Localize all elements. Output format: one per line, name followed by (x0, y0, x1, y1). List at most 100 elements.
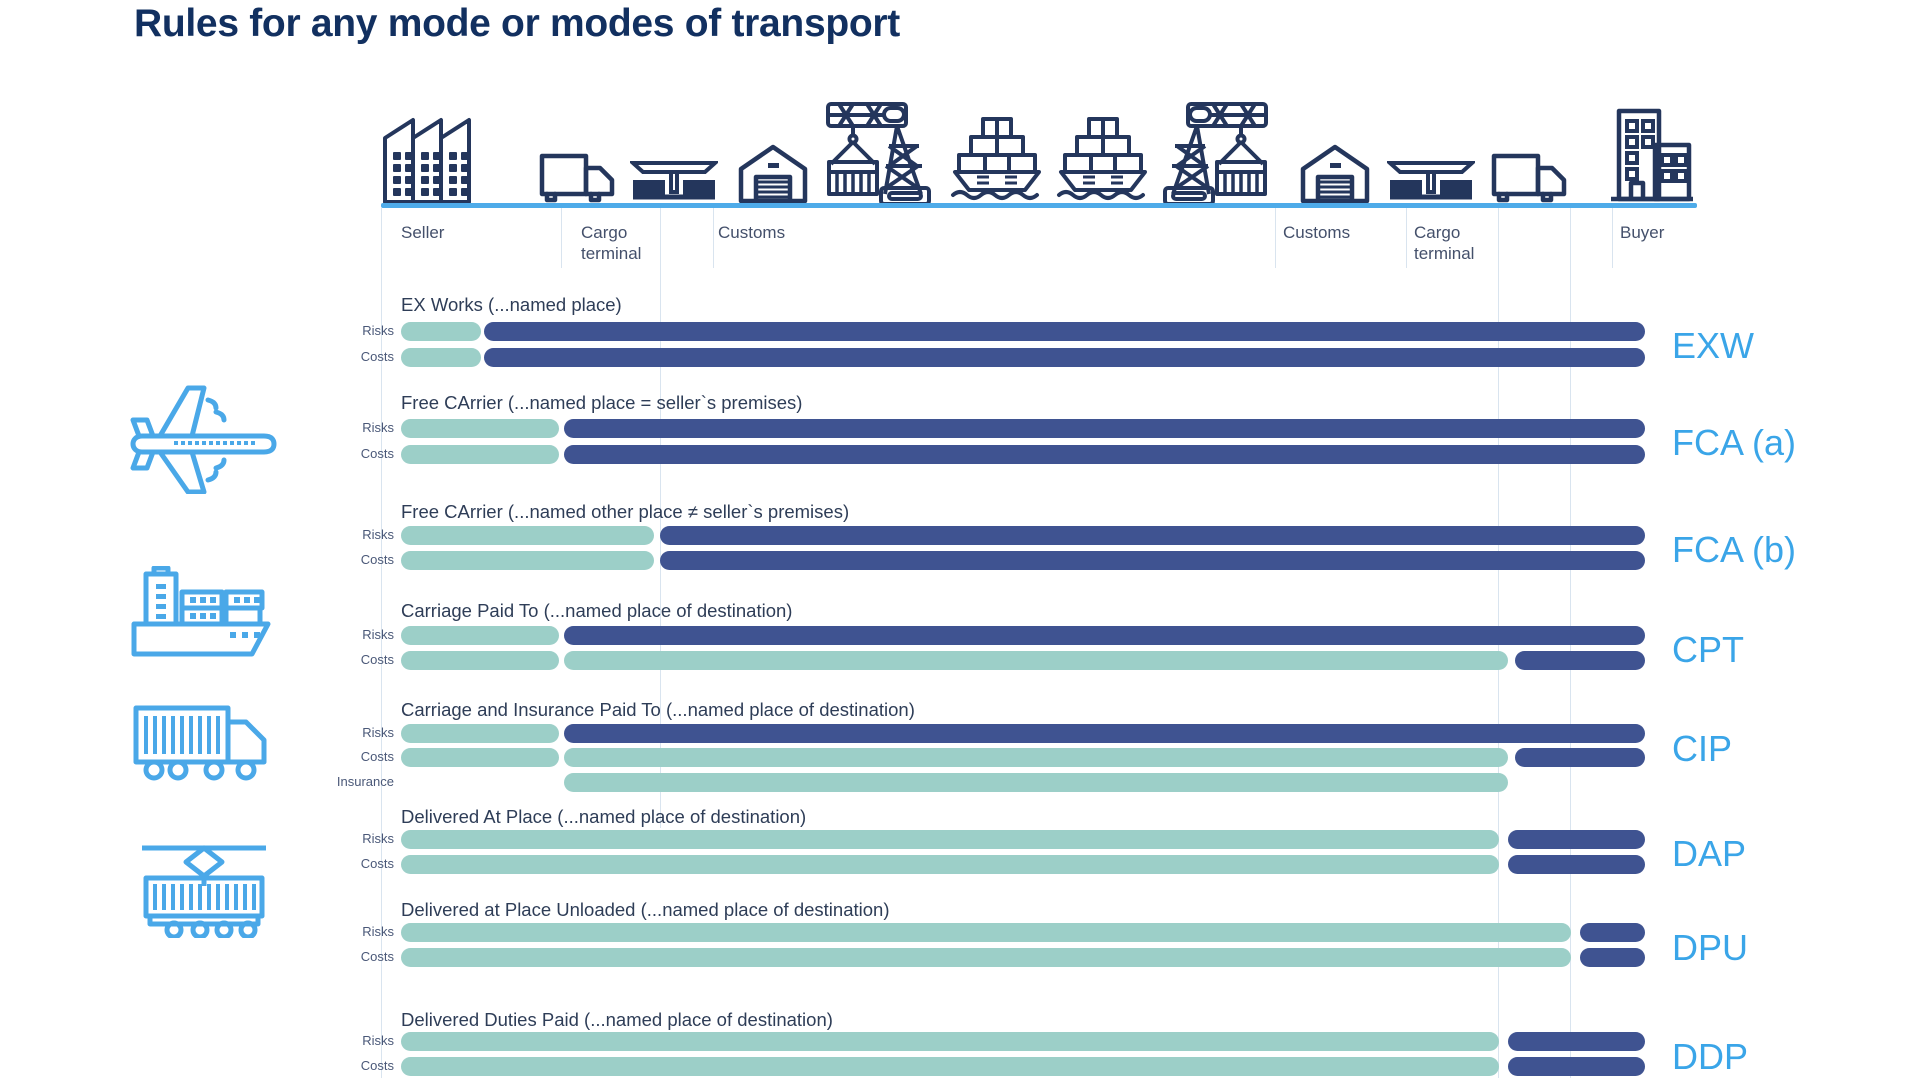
stage-separator (561, 208, 562, 268)
bar-costs-buyer (564, 445, 1645, 464)
truck-icon (539, 150, 617, 205)
row-label-risks: Risks (362, 725, 394, 740)
bar-risks-seller (401, 1032, 1499, 1051)
bar-risks-buyer (660, 526, 1645, 545)
bar-risks-seller (401, 322, 481, 341)
incoterm-code-dap: DAP (1672, 833, 1747, 874)
row-label-costs: Costs (360, 349, 394, 364)
stage-label-customs-3: Customs (1283, 223, 1351, 242)
bar-insurance-seller (564, 773, 1508, 792)
bar-costs-buyer (1515, 651, 1645, 670)
bar-costs-buyer (1508, 1057, 1645, 1076)
bar-costs-seller (401, 748, 559, 767)
row-label-risks: Risks (362, 420, 394, 435)
rule-title: Carriage Paid To (...named place of dest… (401, 600, 793, 621)
row-label-risks: Risks (362, 527, 394, 542)
bar-costs-seller (401, 855, 1499, 874)
bar-risks-buyer (564, 626, 1645, 645)
factory-icon (381, 110, 486, 205)
rule-title: Delivered Duties Paid (...named place of… (401, 1009, 833, 1030)
rule-title: Delivered at Place Unloaded (...named pl… (401, 899, 890, 920)
stage-label-cargo-terminal-4: Cargo terminal (1414, 223, 1475, 264)
row-label-costs: Costs (360, 856, 394, 871)
stage-separator (381, 208, 382, 1078)
bar-costs-seller (401, 348, 481, 367)
bar-risks-seller (401, 830, 1499, 849)
rule-title: EX Works (...named place) (401, 294, 622, 315)
row-label-risks: Risks (362, 627, 394, 642)
container-truck-icon (132, 700, 268, 784)
warehouse-icon (737, 143, 809, 205)
airplane-icon (130, 382, 278, 494)
bar-risks-seller (401, 626, 559, 645)
row-label-costs: Costs (360, 446, 394, 461)
page-title: Rules for any mode or modes of transport (134, 2, 900, 45)
bar-risks-buyer (1580, 923, 1645, 942)
bar-costs-buyer (1580, 948, 1645, 967)
bar-costs-seller (564, 651, 1508, 670)
stage-label-customs-2: Customs (718, 223, 786, 242)
stage-label-buyer-5: Buyer (1620, 223, 1665, 242)
row-label-risks: Risks (362, 1033, 394, 1048)
bar-costs-seller (401, 651, 559, 670)
incoterm-code-cpt: CPT (1672, 629, 1744, 670)
incoterm-code-exw: EXW (1672, 325, 1755, 366)
bar-risks-seller (401, 526, 654, 545)
bar-risks-buyer (564, 724, 1645, 743)
bar-costs-buyer (1508, 855, 1645, 874)
bar-risks-seller (401, 923, 1571, 942)
crane-container-icon (825, 100, 935, 205)
incoterm-code-ddp: DDP (1672, 1036, 1749, 1077)
stage-separator (660, 208, 661, 828)
incoterm-code-dpu: DPU (1672, 927, 1749, 968)
crane-container-icon (1159, 100, 1269, 205)
stage-separator (1406, 208, 1407, 268)
row-label-costs: Costs (360, 552, 394, 567)
row-label-risks: Risks (362, 924, 394, 939)
incoterm-code-fcaa: FCA (a) (1672, 422, 1797, 463)
row-label-risks: Risks (362, 831, 394, 846)
truck-icon (1491, 150, 1569, 205)
row-label-costs: Costs (360, 652, 394, 667)
container-ship-icon (949, 115, 1045, 205)
bar-costs-seller (564, 748, 1508, 767)
bar-risks-seller (401, 419, 559, 438)
rule-title: Free CArrier (...named place = seller`s … (401, 392, 803, 413)
timeline-icon-strip (381, 80, 1701, 205)
rule-title: Free CArrier (...named other place ≠ sel… (401, 501, 850, 522)
container-rail-icon (138, 838, 270, 938)
row-label-insurance: Insurance (336, 774, 394, 789)
cargo-terminal-icon (630, 155, 718, 205)
stage-label-cargo-terminal-1: Cargo terminal (581, 223, 642, 264)
row-label-costs: Costs (360, 1058, 394, 1073)
cargo-terminal-icon (1387, 155, 1475, 205)
bar-risks-seller (401, 724, 559, 743)
incoterm-code-fcab: FCA (b) (1672, 529, 1797, 570)
rule-title: Carriage and Insurance Paid To (...named… (401, 699, 915, 720)
bar-risks-buyer (1508, 830, 1645, 849)
rule-title: Delivered At Place (...named place of de… (401, 806, 807, 827)
bar-costs-buyer (1515, 748, 1645, 767)
incoterm-code-cip: CIP (1672, 728, 1733, 769)
bar-risks-buyer (564, 419, 1645, 438)
bar-costs-seller (401, 445, 559, 464)
stage-separator (1612, 208, 1613, 268)
warehouse-icon (1299, 143, 1371, 205)
stage-separator (713, 208, 714, 268)
container-ship-side-icon (130, 566, 272, 660)
bar-risks-buyer (1508, 1032, 1645, 1051)
row-label-risks: Risks (362, 323, 394, 338)
bar-costs-buyer (660, 551, 1645, 570)
container-ship-icon (1055, 115, 1151, 205)
row-label-costs: Costs (360, 949, 394, 964)
bar-costs-seller (401, 551, 654, 570)
bar-costs-seller (401, 1057, 1499, 1076)
office-building-icon (1605, 105, 1693, 205)
bar-costs-seller (401, 948, 1571, 967)
stage-separator (1275, 208, 1276, 268)
timeline-axis (381, 203, 1697, 208)
stage-label-seller-0: Seller (401, 223, 445, 242)
bar-costs-buyer (484, 348, 1645, 367)
bar-risks-buyer (484, 322, 1645, 341)
